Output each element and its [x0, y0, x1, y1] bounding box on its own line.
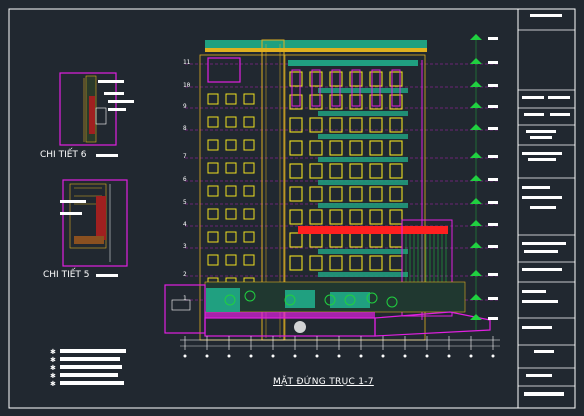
building-elevation [164, 39, 500, 358]
svg-text:✱: ✱ [50, 348, 56, 356]
detail-5-label: CHI TIẾT 5 [43, 270, 90, 280]
level-label: 1 [183, 295, 187, 302]
level-label: 4 [183, 221, 187, 228]
level-label: 8 [183, 125, 187, 132]
detail-5-drawing [60, 179, 128, 277]
svg-text:✱: ✱ [50, 380, 56, 388]
detail-6-drawing [59, 72, 134, 157]
level-label: 3 [183, 243, 187, 250]
detail-6-label: CHI TIẾT 6 [40, 150, 87, 160]
title-block [517, 8, 576, 409]
level-label: 5 [183, 199, 187, 206]
svg-text:✱: ✱ [50, 364, 56, 372]
level-markers [470, 34, 498, 330]
sheet-frame [8, 8, 576, 409]
level-label: 9 [183, 103, 187, 110]
svg-text:✱: ✱ [50, 356, 56, 364]
svg-text:✱: ✱ [50, 372, 56, 380]
level-label: 6 [183, 176, 187, 183]
window-grid [207, 69, 408, 289]
level-label: 11 [183, 59, 191, 66]
elevation-title: MẶT ĐỨNG TRỤC 1-7 [273, 377, 374, 387]
level-label: 7 [183, 153, 187, 160]
level-label: 10 [183, 82, 191, 89]
general-notes: ✱ ✱ ✱ ✱ ✱ [50, 348, 126, 388]
level-label: 2 [183, 271, 187, 278]
